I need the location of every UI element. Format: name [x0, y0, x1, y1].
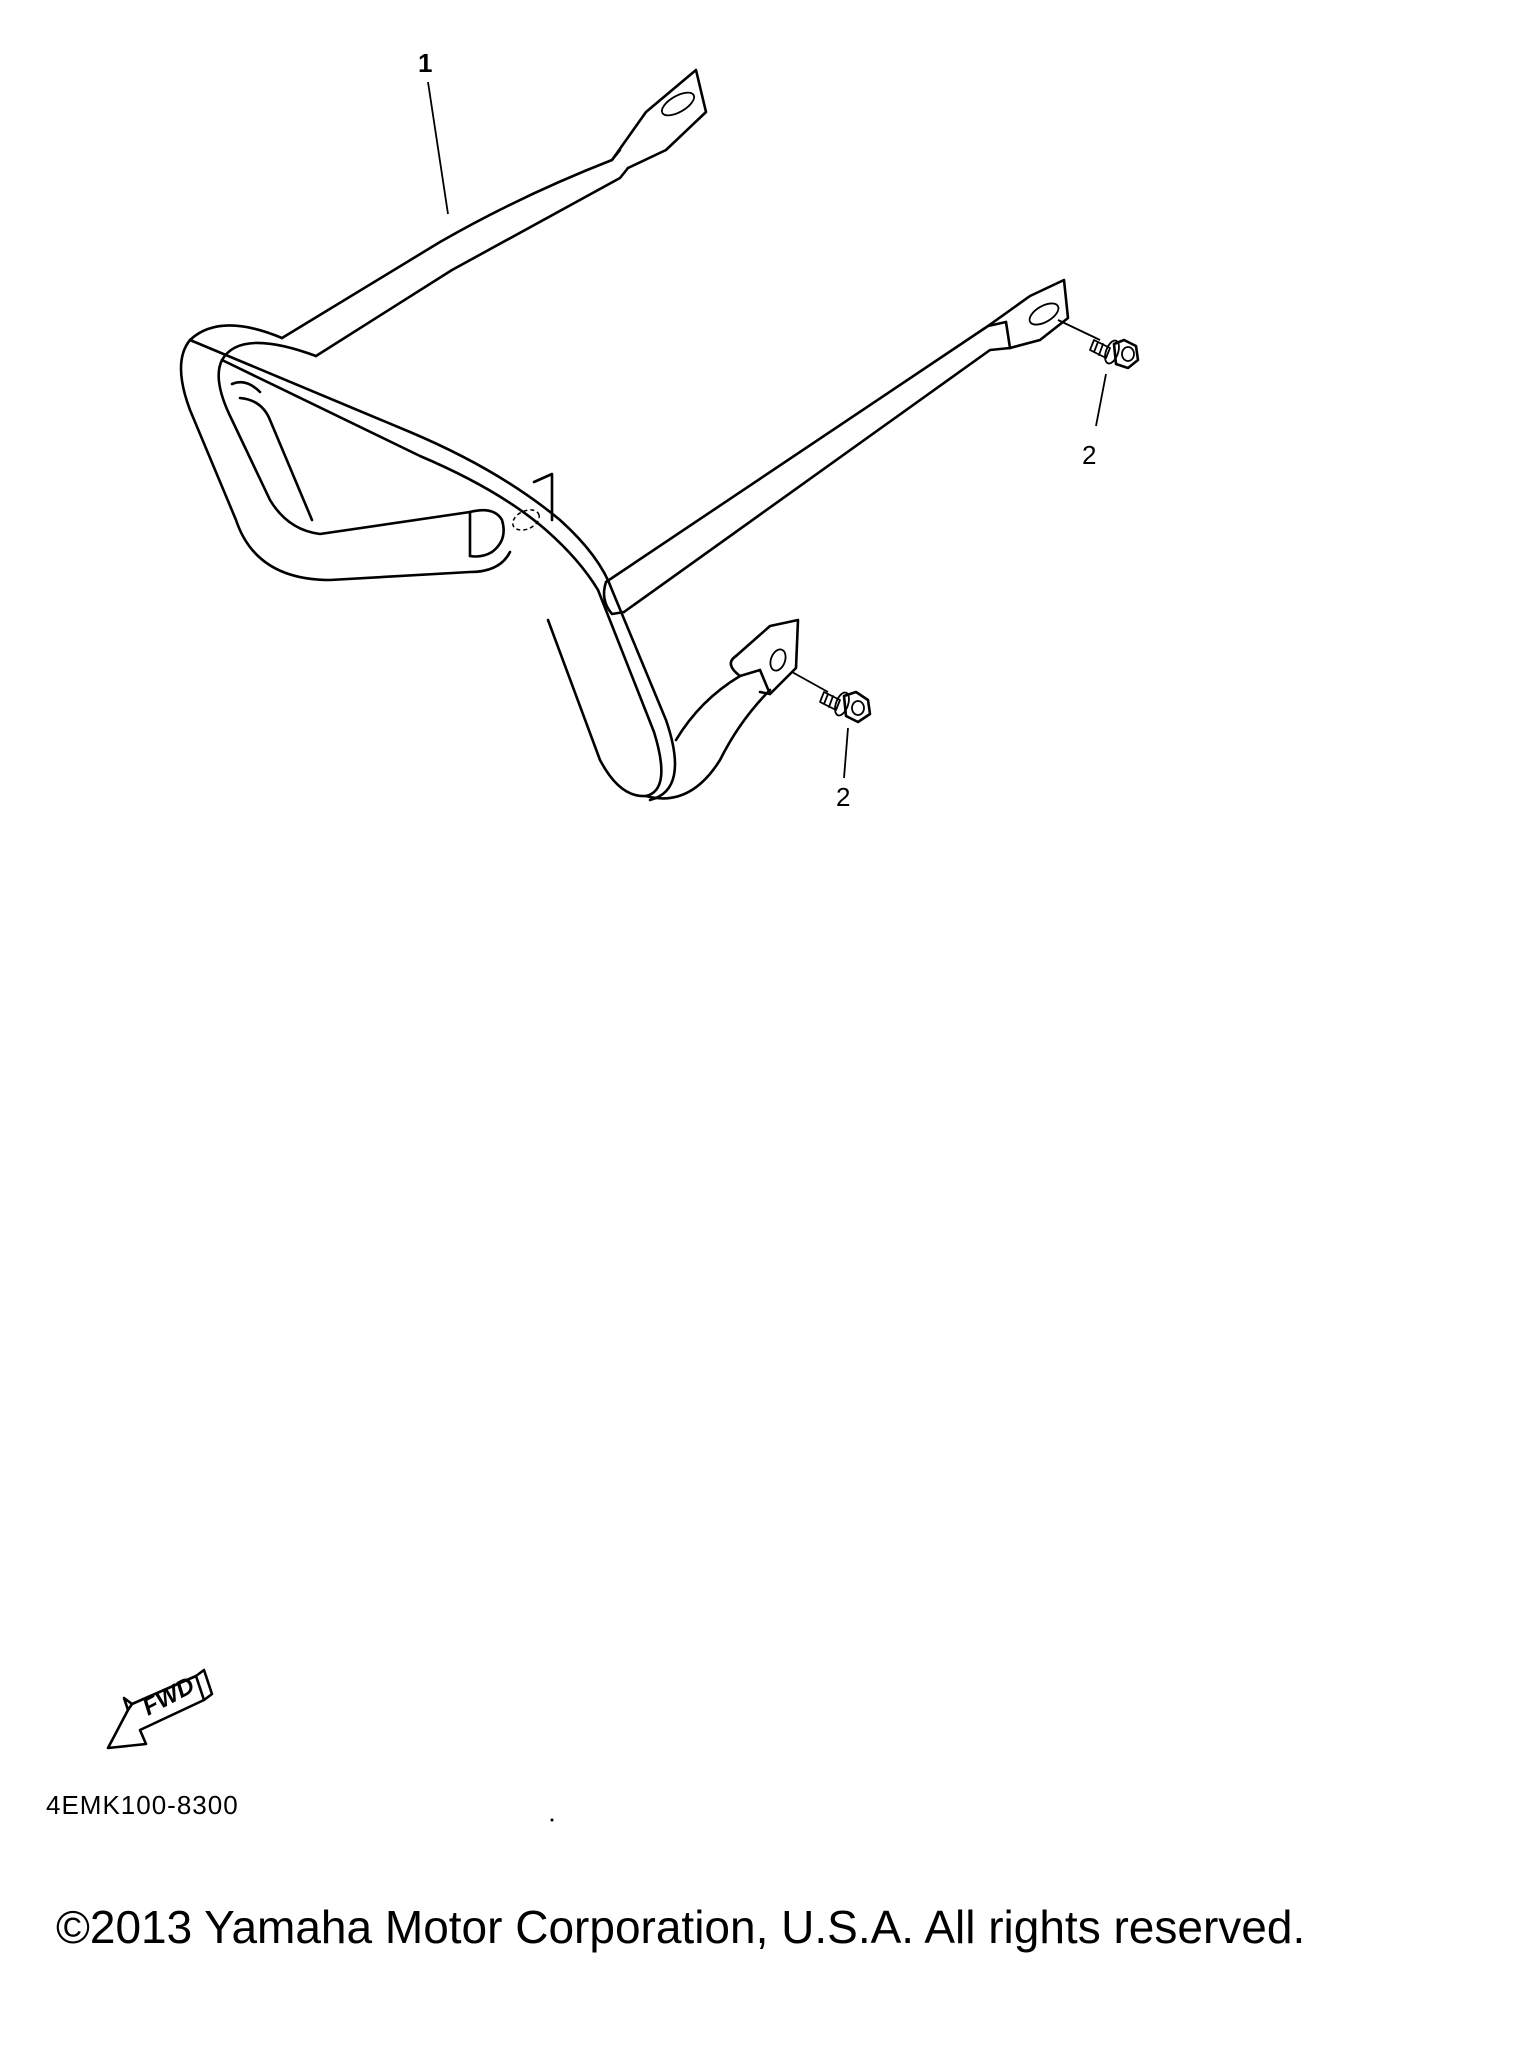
callout-part-2-lower: 2 — [836, 782, 850, 812]
leader-part-2-upper — [1095, 373, 1107, 427]
guard-frame — [179, 68, 1070, 802]
callout-part-2-upper: 2 — [1082, 440, 1096, 470]
fwd-arrow-icon: FWD — [106, 1668, 214, 1750]
callout-part-1: 1 — [418, 48, 432, 78]
bolt-upper — [1057, 319, 1140, 370]
stray-dot — [550, 1818, 554, 1822]
leader-part-2-lower — [843, 727, 849, 779]
copyright-notice: ©2013 Yamaha Motor Corporation, U.S.A. A… — [56, 1901, 1306, 1953]
part-code: 4EMK100-8300 — [46, 1790, 239, 1820]
bolt-lower — [791, 671, 872, 724]
leader-part-1 — [427, 81, 449, 215]
fwd-label: FWD — [138, 1672, 199, 1721]
